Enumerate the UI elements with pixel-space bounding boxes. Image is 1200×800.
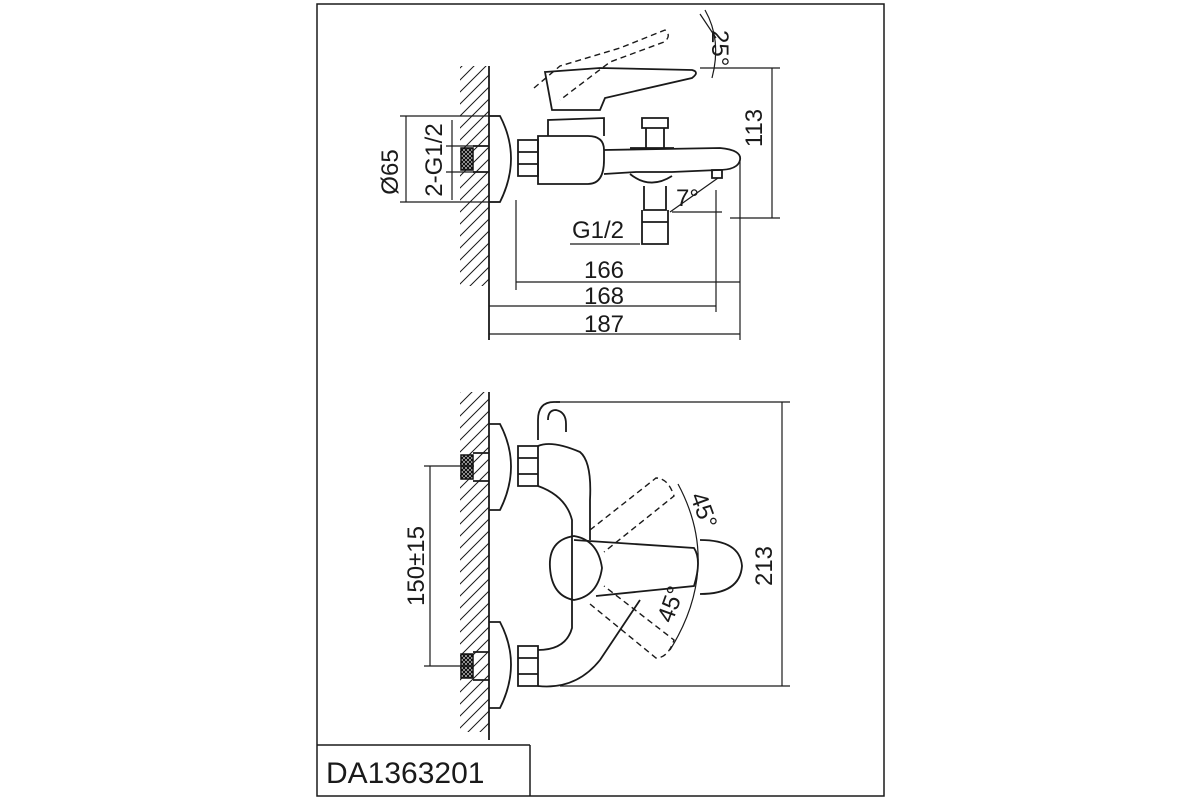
mixer-body-side — [537, 135, 605, 185]
angle-arc-25 — [704, 9, 717, 79]
hex-nut-top-upper — [517, 445, 539, 487]
angle-label-45-up: 45° — [684, 489, 722, 532]
top-dimension-lines — [424, 401, 790, 687]
wall-cover-top-upper — [489, 423, 512, 511]
hex-nut-top-lower — [517, 645, 539, 687]
lever-handle-top — [573, 539, 699, 597]
side-dimension-lines — [400, 67, 780, 340]
wall-cover-top-lower — [489, 621, 512, 709]
body-collar-side — [547, 117, 605, 136]
angle-label-25: 25° — [706, 30, 733, 66]
dim-label-150: 150±15 — [403, 526, 430, 606]
dim-label-113: 113 — [741, 109, 768, 147]
side-view — [460, 9, 742, 340]
hose-hook-top — [537, 401, 567, 440]
sheet-frame — [316, 3, 885, 797]
spout-loop-top — [699, 539, 743, 595]
dim-label-168: 168 — [584, 283, 624, 310]
inlet-fitting-top-upper — [460, 454, 474, 480]
diverter-knob-side — [630, 117, 674, 149]
handle-hub-top — [549, 535, 603, 601]
angle-arc-45 — [669, 483, 699, 651]
title-block: DA1363201 — [317, 744, 531, 796]
hex-nut-side — [517, 139, 539, 177]
dim-label-213: 213 — [751, 546, 778, 586]
angle-label-7: 7° — [676, 185, 699, 212]
lever-dashed-up — [589, 477, 675, 553]
lever-raised-dashed — [533, 29, 669, 101]
dim-label-diameter: Ø65 — [377, 149, 404, 194]
model-code: DA1363201 — [326, 757, 484, 790]
inlet-fitting-side — [460, 147, 474, 171]
top-view — [460, 392, 743, 740]
dim-label-166: 166 — [584, 257, 624, 284]
lever-handle-side — [543, 67, 697, 111]
lever-dashed-down — [589, 585, 675, 659]
dim-label-187: 187 — [584, 311, 624, 338]
mixer-body-top — [537, 443, 641, 688]
dim-label-outlet-thread: G1/2 — [572, 217, 624, 244]
dim-label-inlet-thread: 2-G1/2 — [421, 123, 448, 196]
wall-top — [460, 392, 490, 740]
wall-side — [460, 66, 490, 340]
hose-outlet-side — [629, 173, 673, 245]
wall-cover-side — [489, 115, 512, 203]
